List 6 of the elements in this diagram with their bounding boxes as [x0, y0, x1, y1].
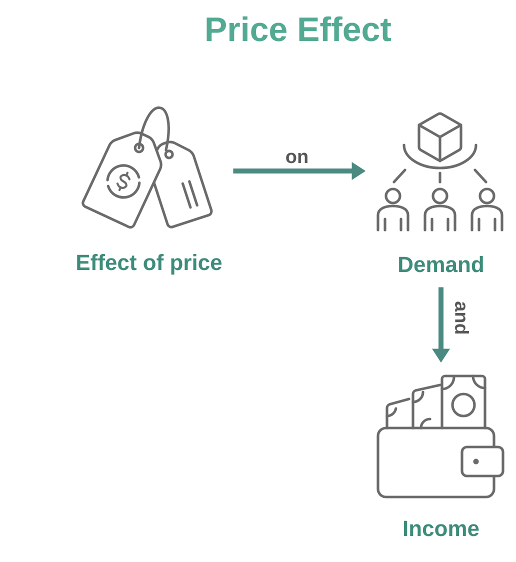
edge-label: and	[455, 302, 469, 334]
edge-label: on	[286, 152, 308, 164]
node-label: Effect of price	[77, 254, 222, 275]
title: Price Effect	[206, 16, 392, 42]
node-label: Income	[404, 520, 479, 536]
node-label: Demand	[399, 256, 483, 272]
